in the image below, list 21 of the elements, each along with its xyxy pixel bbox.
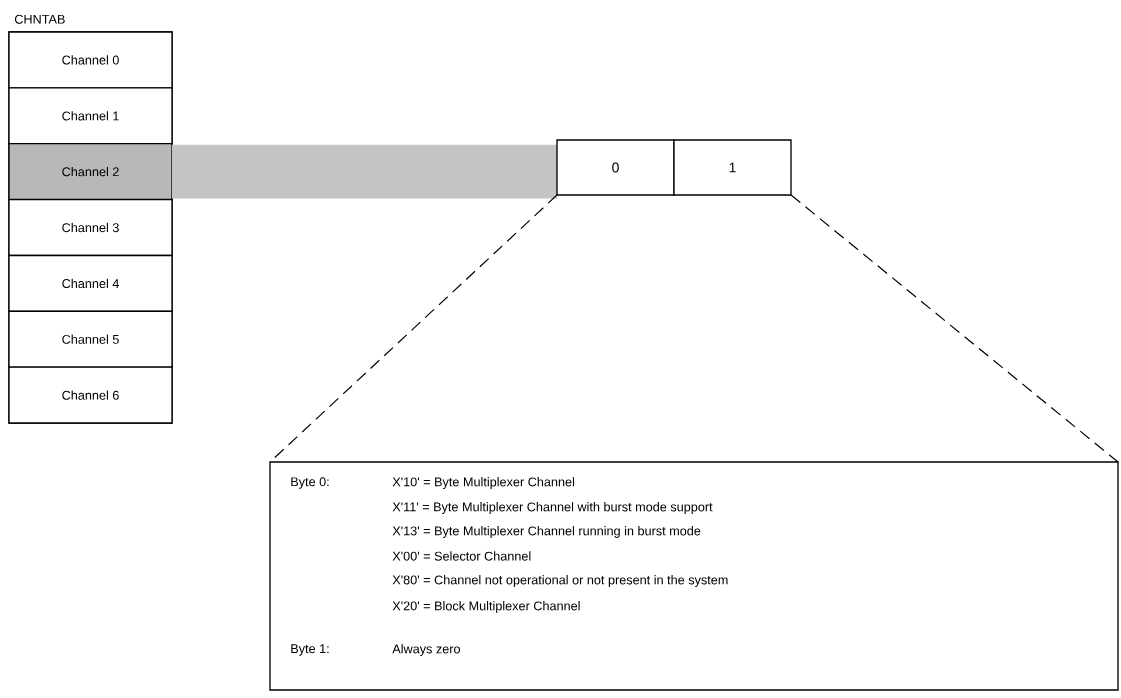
- description-text: Always zero: [392, 644, 460, 656]
- description-text: Byte 1:: [291, 644, 329, 656]
- table-row: Channel 3: [8, 198, 173, 257]
- table-row: Channel 6: [8, 366, 173, 424]
- table-row: Channel 4: [8, 254, 173, 312]
- description-text: X'20' = Block Multiplexer Channel: [392, 601, 580, 613]
- table-row: Channel 1: [8, 87, 173, 145]
- description-text: X'00' = Selector Channel: [392, 551, 531, 561]
- byte-box: 1: [673, 139, 792, 196]
- table-row: Channel 0: [8, 31, 173, 89]
- table-row: Channel 2: [8, 143, 173, 201]
- description-text: Byte 0:: [291, 477, 329, 489]
- table-heading: CHNTAB: [14, 14, 65, 24]
- description-text: X'13' = Byte Multiplexer Channel running in burst mode: [392, 526, 701, 538]
- table-row: Channel 5: [8, 310, 173, 368]
- byte-box: 0: [556, 139, 675, 196]
- description-text: X'10' = Byte Multiplexer Channel: [392, 477, 574, 489]
- dashed-line: [790, 194, 1119, 463]
- shaded-band: [172, 144, 557, 199]
- description-text: X'11' = Byte Multiplexer Channel with burst mode support: [392, 502, 713, 514]
- description-text: X'80' = Channel not operational or not present in the system: [392, 575, 728, 587]
